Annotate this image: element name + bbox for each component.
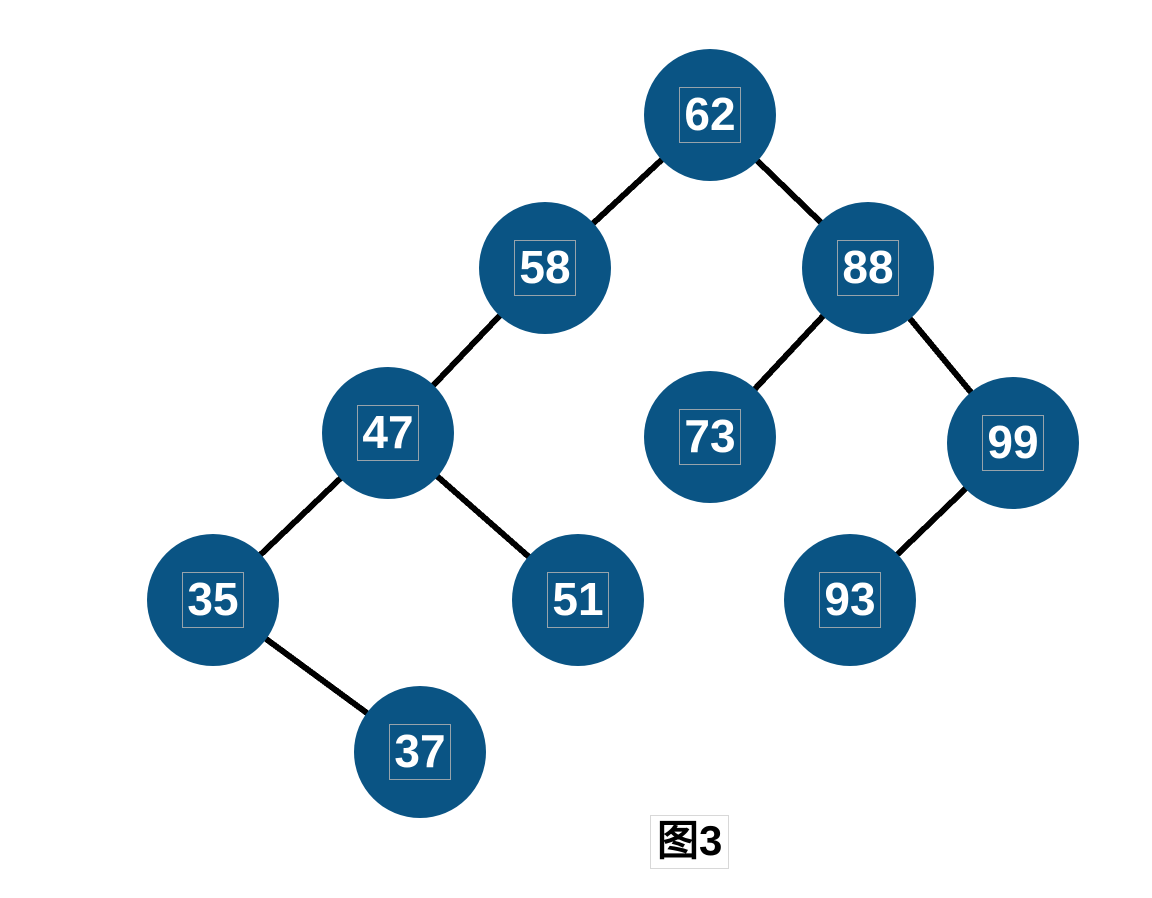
tree-node[interactable]: 51: [512, 534, 644, 666]
tree-node-label: 62: [679, 87, 741, 143]
tree-edge: [429, 312, 504, 389]
tree-edge: [753, 157, 825, 226]
tree-node[interactable]: 88: [802, 202, 934, 334]
tree-edge: [751, 312, 827, 393]
tree-node-label: 47: [357, 405, 419, 461]
tree-node[interactable]: 37: [354, 686, 486, 818]
tree-edge: [262, 635, 371, 717]
tree-node[interactable]: 62: [644, 49, 776, 181]
tree-node-label: 88: [837, 240, 899, 296]
tree-node-label: 58: [514, 240, 576, 296]
tree-node[interactable]: 73: [644, 371, 776, 503]
tree-node[interactable]: 58: [479, 202, 611, 334]
tree-edge: [434, 472, 532, 561]
tree-node[interactable]: 35: [147, 534, 279, 666]
figure-caption: 图3: [650, 815, 730, 869]
tree-node-label: 93: [819, 572, 881, 628]
tree-edge: [257, 475, 344, 558]
tree-node-label: 35: [182, 572, 244, 628]
tree-node-label: 37: [389, 724, 451, 780]
tree-node[interactable]: 99: [947, 377, 1079, 509]
tree-node-label: 73: [679, 409, 741, 465]
tree-node[interactable]: 47: [322, 367, 454, 499]
tree-edge: [589, 156, 666, 227]
tree-node-label: 99: [982, 415, 1044, 471]
tree-node-label: 51: [547, 572, 609, 628]
tree-node[interactable]: 93: [784, 534, 916, 666]
tree-edge: [906, 315, 975, 396]
tree-edge: [894, 485, 969, 558]
